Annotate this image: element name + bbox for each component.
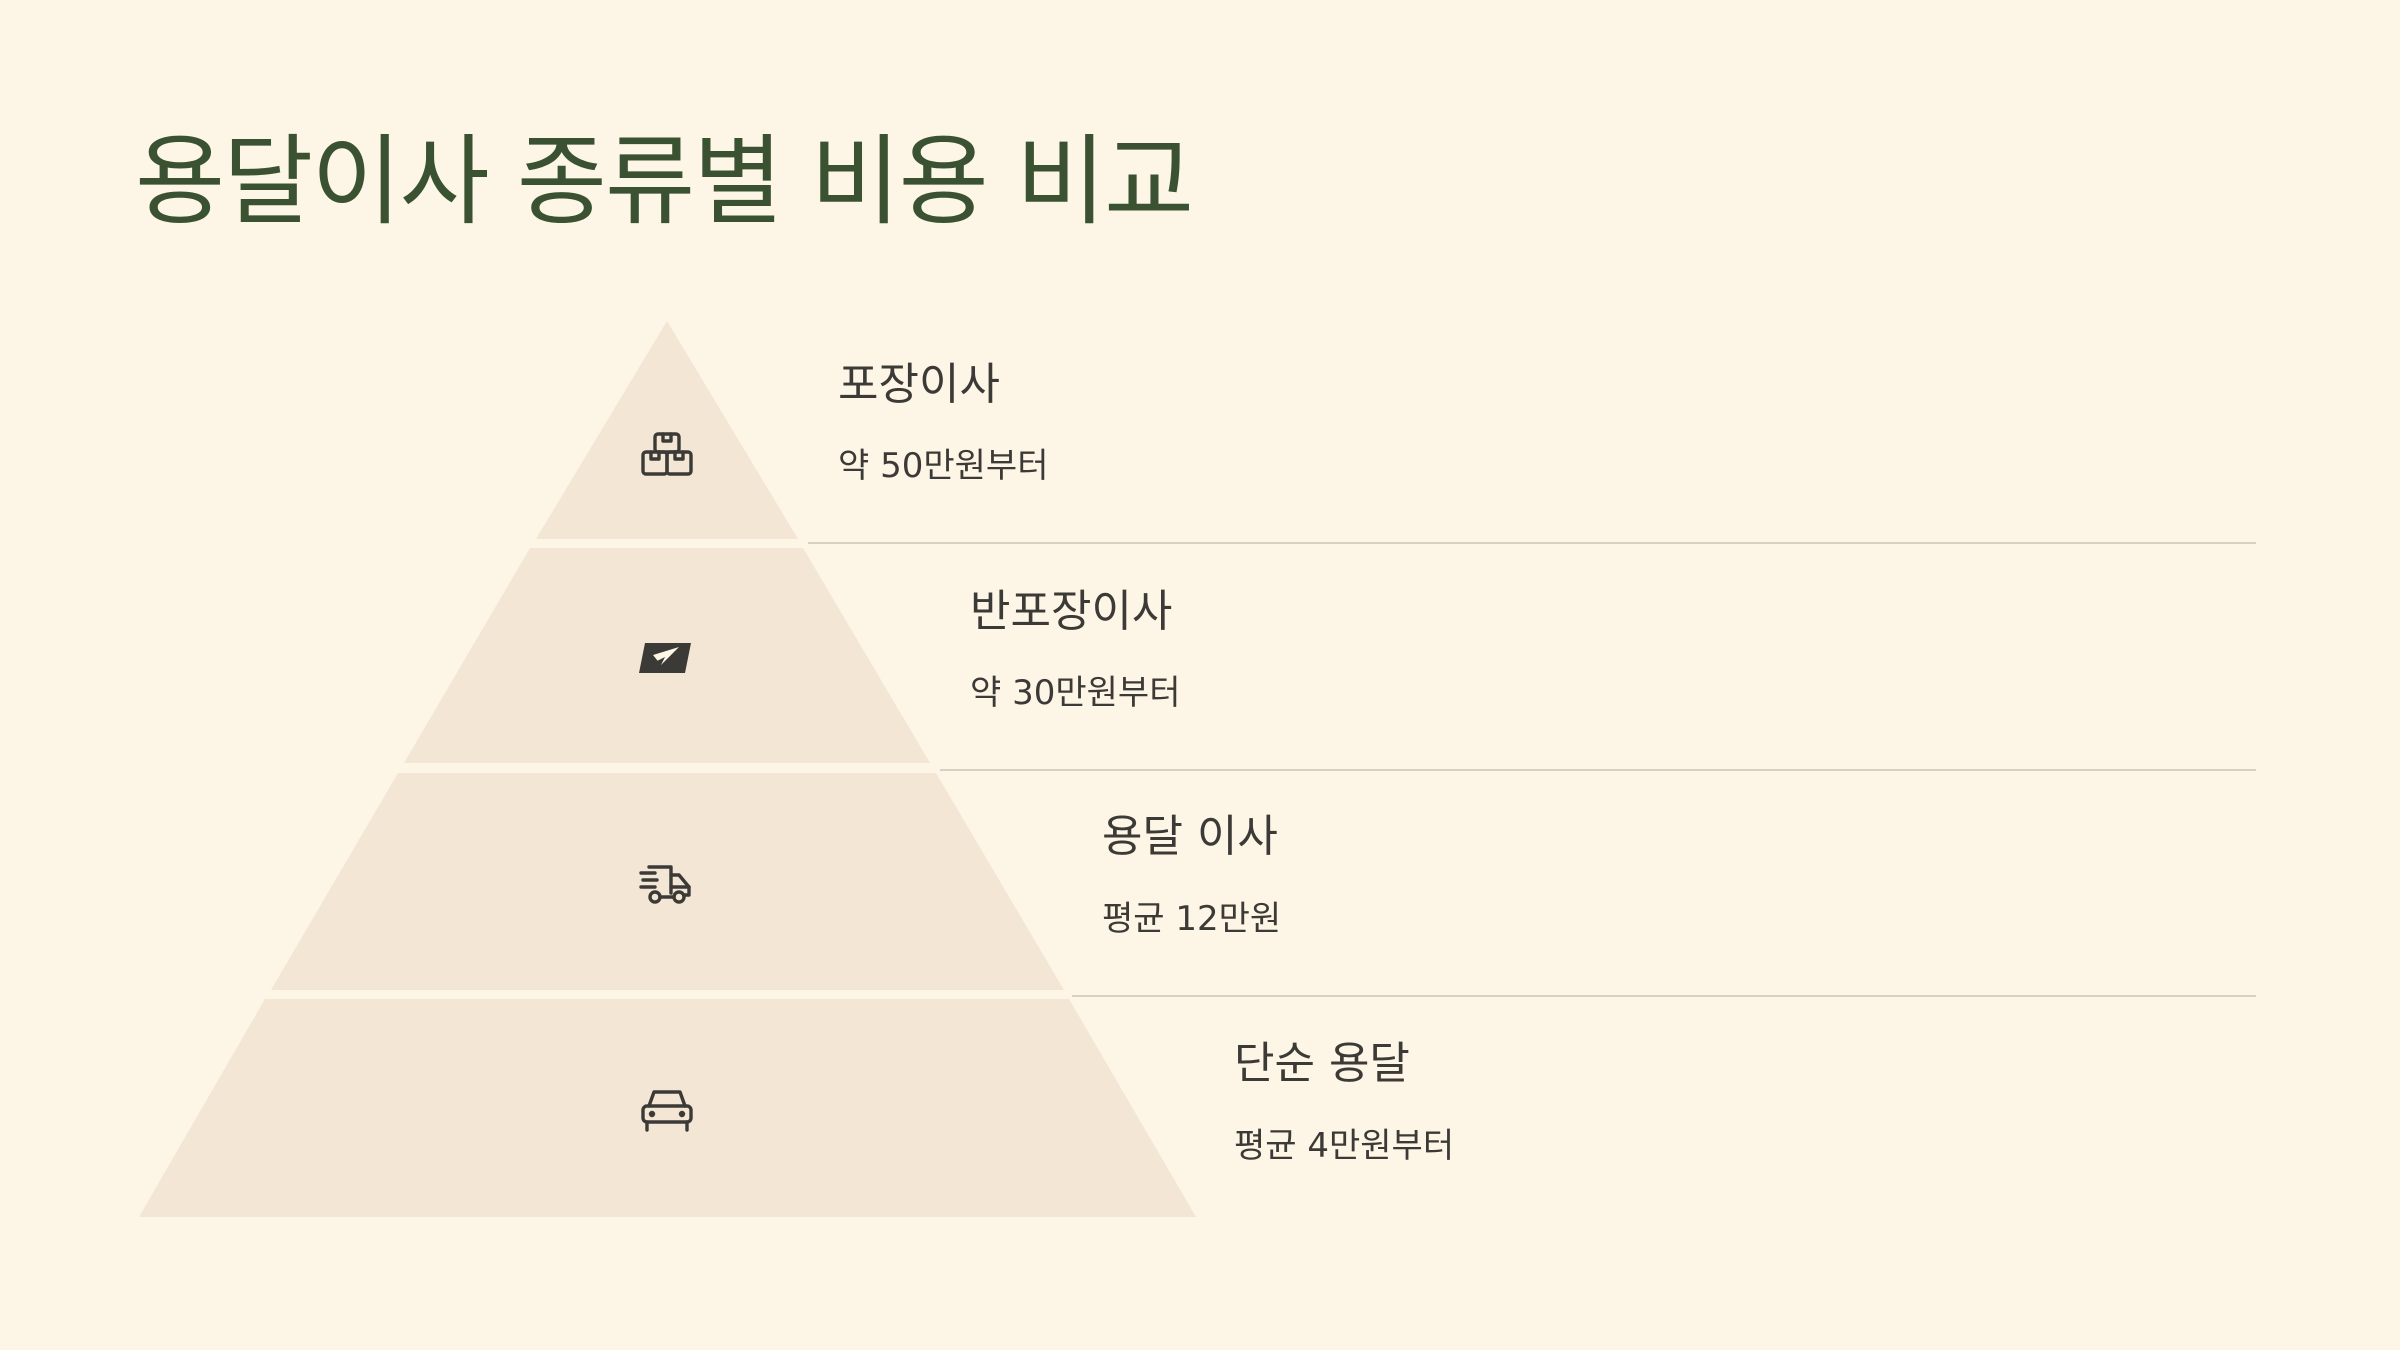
- delivery-truck-icon: [639, 865, 691, 904]
- mail-icon: [639, 643, 691, 673]
- boxes-icon: [641, 432, 693, 476]
- tier-label-semi-packing-move: 반포장이사: [970, 586, 1173, 637]
- car-icon: [641, 1090, 693, 1132]
- tier-price-simple-truck: 평균 4만원부터: [1234, 1126, 1455, 1166]
- tier-price-packing-move: 약 50만원부터: [838, 446, 1049, 486]
- pyramid-tier-3: [271, 773, 1064, 990]
- page-title: 용달이사 종류별 비용 비교: [135, 125, 1194, 239]
- tier-price-semi-packing-move: 약 30만원부터: [970, 673, 1181, 713]
- pyramid-tier-1: [536, 321, 798, 539]
- pyramid-tier-4: [139, 999, 1196, 1217]
- tier-divider: [940, 769, 2256, 771]
- tier-label-simple-truck: 단순 용달: [1234, 1038, 1410, 1089]
- tier-label-packing-move: 포장이사: [838, 359, 1000, 410]
- tier-divider: [1072, 995, 2256, 997]
- tier-divider: [808, 542, 2256, 544]
- tier-price-truck-move: 평균 12만원: [1102, 899, 1282, 939]
- tier-label-truck-move: 용달 이사: [1102, 811, 1278, 862]
